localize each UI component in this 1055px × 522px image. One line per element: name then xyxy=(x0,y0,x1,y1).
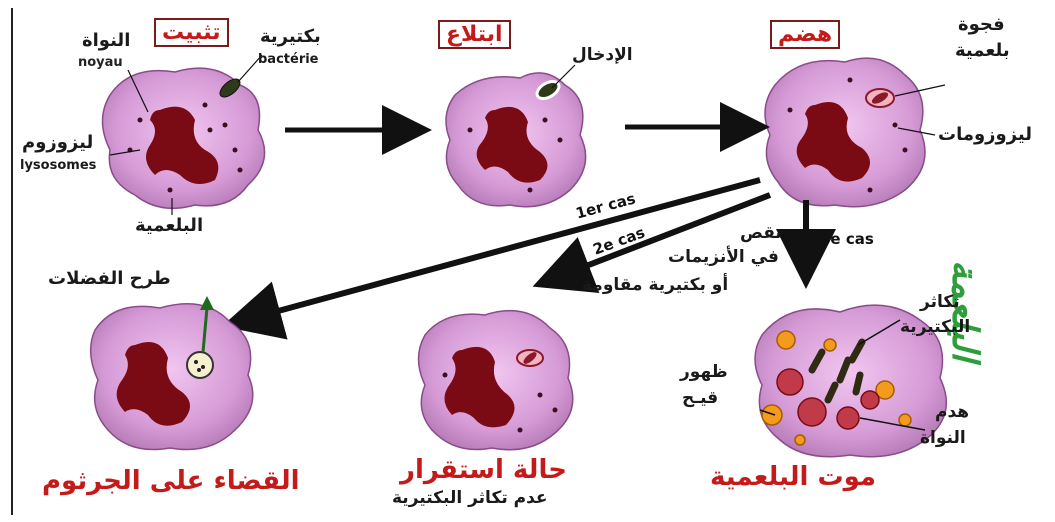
label-lysosome-ar: ليزوزوم xyxy=(22,132,93,153)
label-nucdestroy-1: هدم xyxy=(935,402,969,422)
cell-fixation xyxy=(103,68,265,208)
label-prolif-2: البكتيرية xyxy=(900,317,970,337)
label-lysosome-fr: lysosomes xyxy=(20,158,96,173)
label-enzyme-3: أو بكتيرية مقاومة xyxy=(582,275,728,295)
label-case3: 3e cas xyxy=(820,230,874,248)
label-prolif-1: تكاثر xyxy=(920,292,960,312)
label-bacteria-ar: بكتيرية xyxy=(260,26,321,47)
label-lysosomes-pl: ليزوزومات xyxy=(938,124,1032,145)
stage-ingestion: ابتلاع xyxy=(438,20,511,49)
label-insertion: الإدخال xyxy=(572,45,633,65)
outcome-elimination: القضاء على الجرثوم xyxy=(42,466,300,496)
label-enzyme-1: نقص xyxy=(740,223,782,243)
stage-fixation: تثبيت xyxy=(154,18,229,47)
outcome-stability-sub: عدم تكاثر البكتيرية xyxy=(392,488,548,508)
cell-elimination xyxy=(91,296,253,450)
label-pus-2: قيـح xyxy=(682,388,718,408)
outcome-stability: حالة استقرار xyxy=(400,455,567,485)
label-nucleus-ar: النواة xyxy=(82,30,130,51)
cell-ingestion xyxy=(446,73,586,207)
label-pus-1: ظهور xyxy=(680,362,728,382)
cell-stability xyxy=(419,311,573,450)
label-bacteria-fr: bactérie xyxy=(258,52,319,67)
label-vacuole-2: بلعمية xyxy=(955,40,1010,61)
cell-digestion xyxy=(765,58,925,207)
label-nucleus-fr: noyau xyxy=(78,55,123,70)
label-nucdestroy-2: النواة xyxy=(920,428,966,448)
stage-digestion: هضم xyxy=(770,20,840,49)
label-enzyme-2: في الأنزيمات xyxy=(668,247,779,267)
label-waste: طرح الفضلات xyxy=(48,268,171,289)
label-vacuole-1: فجوة xyxy=(958,14,1005,35)
outcome-death: موت البلعمية xyxy=(710,462,876,492)
label-phagocyte: البلعمية xyxy=(135,215,203,236)
